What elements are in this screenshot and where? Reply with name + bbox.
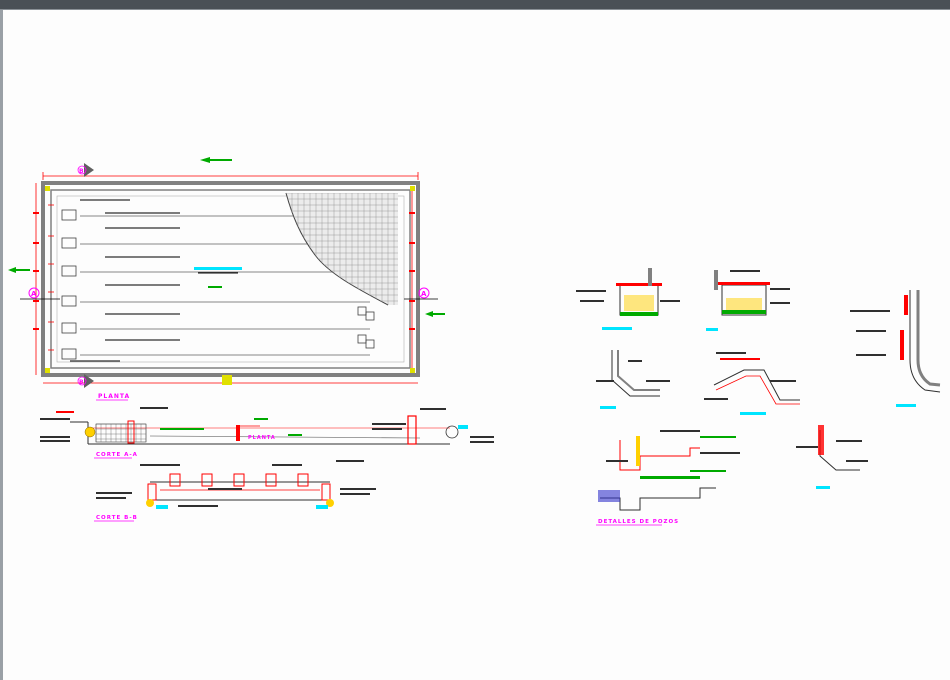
detail-5: [704, 352, 800, 415]
pool-center-label-bar: [194, 267, 242, 270]
corner-markers: [45, 186, 415, 385]
pool-inner-wall: [50, 189, 411, 369]
section-b-b: CORTE B-B: [94, 460, 376, 522]
pool-plan-view: A A B B: [8, 157, 445, 401]
viewer-toolbar: [0, 0, 950, 9]
section-a-a: CORTE A-A PLANTA: [40, 407, 494, 459]
lane-annotation-strokes: [70, 199, 180, 362]
section-a-title: CORTE A-A: [96, 452, 138, 458]
detail-2: [706, 270, 790, 331]
detail-3: [850, 290, 941, 407]
plan-dimension-ticks: [33, 212, 415, 330]
detail-1: [576, 268, 680, 330]
detail-4: [596, 350, 670, 409]
plan-title: PLANTA: [98, 393, 130, 400]
section-b-title: CORTE B-B: [96, 515, 138, 521]
lane-end-markers: [357, 306, 375, 349]
section-marker-a-left: A: [20, 287, 60, 300]
pool-center-label-sub: [198, 272, 238, 274]
level-markers: [8, 157, 445, 317]
section-marker-b-top: B: [77, 163, 94, 177]
section-marker-a-left-text: A: [31, 290, 37, 298]
lane-start-blocks: [61, 209, 77, 360]
section-marker-a-right-text: A: [421, 290, 427, 298]
section-marker-a-right: A: [404, 287, 438, 300]
section-a-sub-title: PLANTA: [248, 435, 276, 441]
details-title: DETALLES DE POZOS: [598, 519, 679, 525]
section-marker-b-bottom-text: B: [79, 379, 84, 386]
tile-grid-area: [286, 193, 398, 305]
section-marker-b-top-text: B: [79, 168, 84, 175]
toolbar-divider: [0, 9, 950, 10]
detail-6-main: DETALLES DE POZOS: [596, 430, 740, 526]
sheet-left-edge: [0, 10, 3, 680]
detail-7: [796, 425, 868, 489]
pool-water-edge: [56, 195, 405, 363]
section-marker-b-bottom: B: [77, 374, 94, 388]
lane-lines: [80, 215, 370, 356]
